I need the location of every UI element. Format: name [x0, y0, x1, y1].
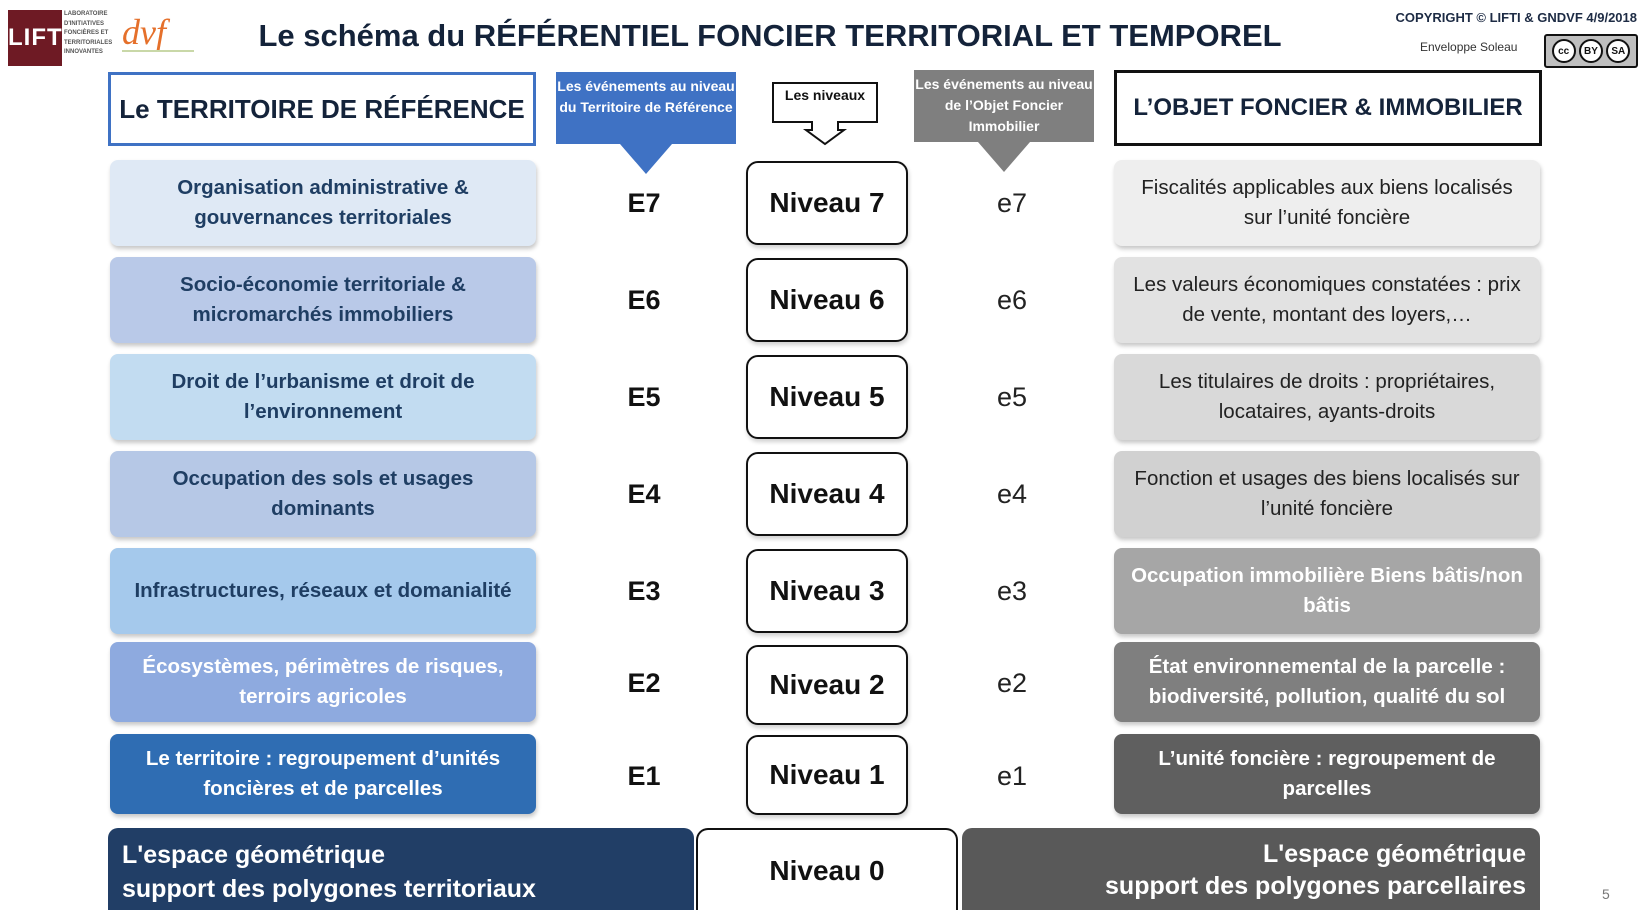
object-cell: Fonction et usages des biens localisés s…	[1114, 451, 1540, 537]
level-box: Niveau 5	[746, 355, 908, 439]
territory-event-code: E2	[627, 667, 661, 698]
level-box: Niveau 4	[746, 452, 908, 536]
territory-cell: Organisation administrative & gouvernanc…	[110, 160, 536, 246]
object-cell: Occupation immobilière Biens bâtis/non b…	[1114, 548, 1540, 634]
level-box: Niveau 3	[746, 549, 908, 633]
territory-event-code: E4	[627, 478, 661, 509]
copyright-notice: COPYRIGHT © LIFTI & GNDVF 4/9/2018	[1395, 10, 1637, 25]
territory-cell: Droit de l’urbanisme et droit de l’envir…	[110, 354, 536, 440]
page-number: 5	[1602, 886, 1610, 902]
territory-cell: Occupation des sols et usages dominants	[110, 451, 536, 537]
object-event-code: e6	[996, 284, 1028, 315]
lab-line: INNOVANTES	[64, 49, 103, 55]
soleau-label: Enveloppe Soleau	[1420, 40, 1518, 54]
page-title: Le schéma du RÉFÉRENTIEL FONCIER TERRITO…	[258, 18, 1282, 53]
level-0-box: Niveau 0	[696, 828, 958, 910]
territory-cell: Socio-économie territoriale & micromarch…	[110, 257, 536, 343]
territory-event-code: E7	[627, 187, 661, 218]
object-cell: L’unité foncière : regroupement de parce…	[1114, 734, 1540, 814]
territory-event-code: E3	[627, 575, 661, 606]
lab-line: TERRITORIALES	[64, 39, 113, 46]
territorial-space-line-1: L'espace géométrique	[122, 841, 385, 869]
cc-sa-icon: SA	[1606, 39, 1631, 63]
lab-line: D'INITIATIVES	[64, 20, 104, 27]
object-cell: Fiscalités applicables aux biens localis…	[1114, 160, 1540, 246]
object-event-code: e7	[996, 187, 1028, 218]
object-events-arrow-icon	[978, 142, 1030, 172]
lifti-logo: LIFTI	[8, 10, 69, 66]
object-event-code: e3	[996, 575, 1028, 606]
lab-line: FONCIÈRES ET	[64, 30, 109, 36]
levels-callout-arrow-icon	[772, 82, 878, 146]
level-box: Niveau 6	[746, 258, 908, 342]
object-event-code: e2	[996, 667, 1028, 698]
territory-events-arrow-icon	[620, 144, 672, 174]
parcel-space-line-1: L'espace géométrique	[1263, 840, 1526, 868]
object-cell: État environnemental de la parcelle : bi…	[1114, 642, 1540, 722]
territory-event-code: E5	[627, 381, 661, 412]
laboratory-name: LABORATOIRE D'INITIATIVES FONCIÈRES ET T…	[64, 10, 119, 58]
object-cell: Les valeurs économiques constatées : pri…	[1114, 257, 1540, 343]
dvf-logo-text: dvf	[122, 12, 166, 52]
object-cell: Les titulaires de droits : propriétaires…	[1114, 354, 1540, 440]
parcel-geometric-space: L'espace géométrique support des polygon…	[962, 828, 1540, 910]
level-box: Niveau 1	[746, 735, 908, 815]
creative-commons-badge: cc BY SA	[1544, 34, 1638, 68]
object-event-code: e1	[996, 760, 1028, 791]
level-box: Niveau 2	[746, 645, 908, 725]
level-box: Niveau 7	[746, 161, 908, 245]
cc-icon: cc	[1551, 39, 1576, 63]
territorial-space-line-2: support des polygones territoriaux	[122, 875, 536, 903]
parcel-space-line-2: support des polygones parcellaires	[1105, 872, 1526, 900]
territory-column-header: Le TERRITOIRE DE RÉFÉRENCE	[108, 72, 536, 146]
object-column-header: L’OBJET FONCIER & IMMOBILIER	[1114, 70, 1542, 146]
cc-by-icon: BY	[1578, 39, 1603, 63]
dvf-logo-underline	[122, 50, 194, 52]
lab-line: LABORATOIRE	[64, 11, 108, 17]
levels-callout-text: Les niveaux	[784, 87, 866, 103]
object-event-code: e5	[996, 381, 1028, 412]
territory-events-callout: Les événements au niveau du Territoire d…	[556, 72, 736, 144]
territory-event-code: E1	[627, 760, 661, 791]
territory-cell: Le territoire : regroupement d’unités fo…	[110, 734, 536, 814]
territorial-geometric-space: L'espace géométrique support des polygon…	[108, 828, 694, 910]
object-events-callout: Les événements au niveau de l’Objet Fonc…	[914, 70, 1094, 142]
object-event-code: e4	[996, 478, 1028, 509]
levels-callout: Les niveaux	[772, 82, 878, 152]
territory-event-code: E6	[627, 284, 661, 315]
territory-cell: Infrastructures, réseaux et domanialité	[110, 548, 536, 634]
territory-cell: Écosystèmes, périmètres de risques, terr…	[110, 642, 536, 722]
dvf-logo: dvf	[122, 14, 192, 54]
